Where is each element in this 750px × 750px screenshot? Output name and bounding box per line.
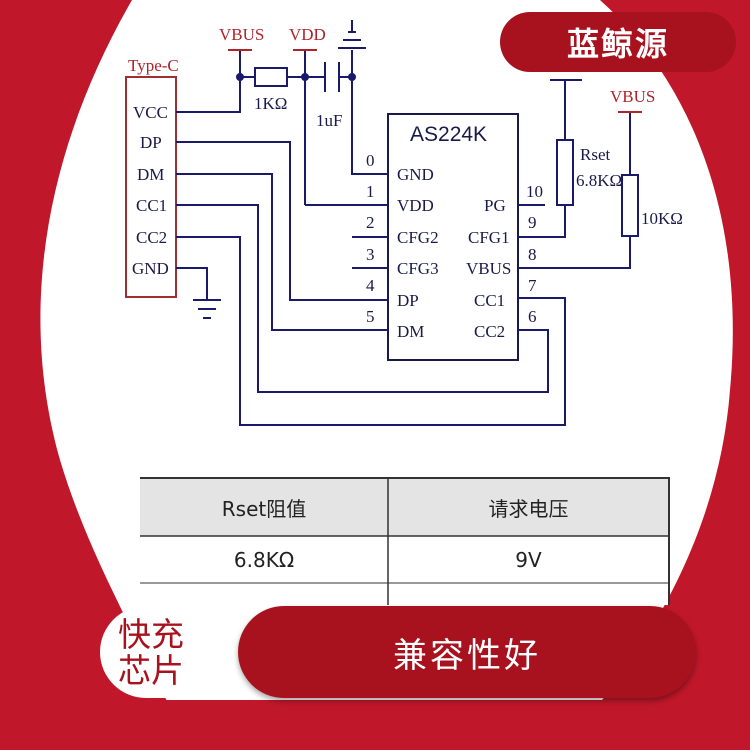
table-cell-rset-value: 6.8KΩ [233,547,295,572]
connector-pin-dm: DM [137,165,165,184]
rail-markers [228,49,642,113]
chip-pin-num-9: 9 [528,213,537,232]
chip-pin-num-1: 1 [366,182,375,201]
chip-pin-name-cfg2: CFG2 [397,228,439,247]
chip-pin-num-10: 10 [526,182,543,201]
connector-pin-cc2: CC2 [136,228,168,247]
resistor-1k [254,67,288,87]
chip-pin-name-vbus: VBUS [466,259,512,278]
connector-pin-vcc: VCC [133,103,168,122]
rset-label: Rset [580,145,611,164]
connector-pin-dp: DP [140,133,162,152]
capacitor-1uf [324,62,340,92]
connector-box [125,76,177,298]
chip-pin-name-gnd: GND [397,165,434,184]
table-header-voltage: 请求电压 [488,496,569,521]
chip-pin-num-8: 8 [528,245,537,264]
chip-pin-name-cfg1: CFG1 [468,228,510,247]
resistor-10k-label: 10KΩ [641,209,683,228]
chip-pin-num-7: 7 [528,276,537,295]
chip-pin-name-cc1: CC1 [474,291,506,310]
capacitor-label: 1uF [316,111,343,130]
compatibility-badge: 兼容性好 [238,606,696,698]
chip-pin-name-dm: DM [397,322,425,341]
chip-pin-num-5: 5 [366,307,375,326]
connector-title: Type-C [128,56,179,75]
chip-pin-name-cfg3: CFG3 [397,259,439,278]
voltage-table-grid [140,475,670,605]
chip-pin-name-vdd: VDD [397,196,434,215]
connector-pin-gnd: GND [132,259,169,278]
ground-symbol-top [338,20,366,49]
chip-label-line2: 芯片 [118,651,184,690]
table-header-rset: Rset阻值 [221,496,307,521]
chip-pin-num-6: 6 [528,307,537,326]
junction-dots [236,73,356,81]
chip-pin-name-dp: DP [397,291,419,310]
vbus-right-label: VBUS [610,87,656,106]
chip-label-line1: 快充 [118,615,184,654]
vdd-label: VDD [289,25,326,44]
rset-value-label: 6.8KΩ [576,171,623,190]
chip-pin-num-2: 2 [366,213,375,232]
vbus-left-label: VBUS [219,25,265,44]
chip-pin-num-3: 3 [366,245,375,264]
table-cell-voltage-value: 9V [515,547,542,572]
resistor-10k [621,174,639,237]
chip-pin-num-4: 4 [366,276,375,295]
chip-pin-num-0: 0 [366,151,375,170]
chip-pin-name-pg: PG [484,196,506,215]
brand-badge: 蓝鲸源 [500,12,736,72]
chip-pin-name-cc2: CC2 [474,322,506,341]
resistor-1k-label: 1KΩ [254,94,288,113]
resistor-rset [556,139,574,206]
ground-symbol-bottom [193,299,221,319]
chip-name: AS224K [410,123,488,146]
connector-pin-cc1: CC1 [136,196,168,215]
